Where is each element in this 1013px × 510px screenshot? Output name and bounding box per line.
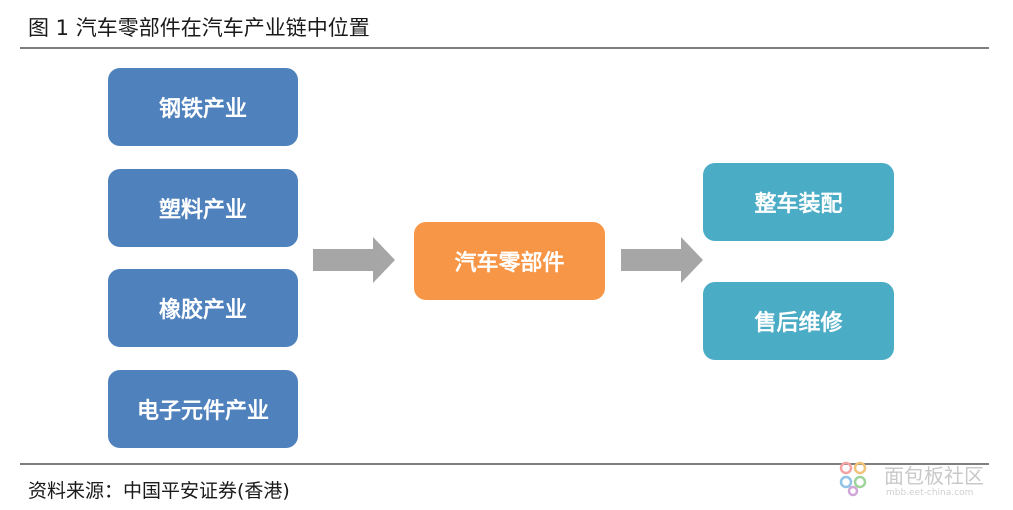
watermark-logo-icon bbox=[839, 461, 867, 497]
top-divider bbox=[20, 47, 989, 49]
watermark: 面包板社区 mbb.eet-china.com bbox=[836, 458, 1006, 502]
upstream-box-rubber: 橡胶产业 bbox=[108, 269, 298, 347]
figure-title: 图 1 汽车零部件在汽车产业链中位置 bbox=[28, 16, 370, 40]
downstream-box-aftersales: 售后维修 bbox=[703, 282, 894, 360]
upstream-box-steel: 钢铁产业 bbox=[108, 68, 298, 146]
watermark-text: 面包板社区 bbox=[884, 464, 984, 488]
bottom-divider bbox=[20, 463, 989, 465]
center-box-auto-parts: 汽车零部件 bbox=[414, 222, 605, 300]
source-note: 资料来源：中国平安证券(香港) bbox=[28, 480, 290, 502]
upstream-box-plastic: 塑料产业 bbox=[108, 169, 298, 247]
downstream-box-assembly: 整车装配 bbox=[703, 163, 894, 241]
watermark-url: mbb.eet-china.com bbox=[886, 488, 974, 498]
arrow-upstream-to-parts bbox=[313, 237, 395, 283]
upstream-box-electronics: 电子元件产业 bbox=[108, 370, 298, 448]
arrow-parts-to-downstream bbox=[621, 237, 703, 283]
